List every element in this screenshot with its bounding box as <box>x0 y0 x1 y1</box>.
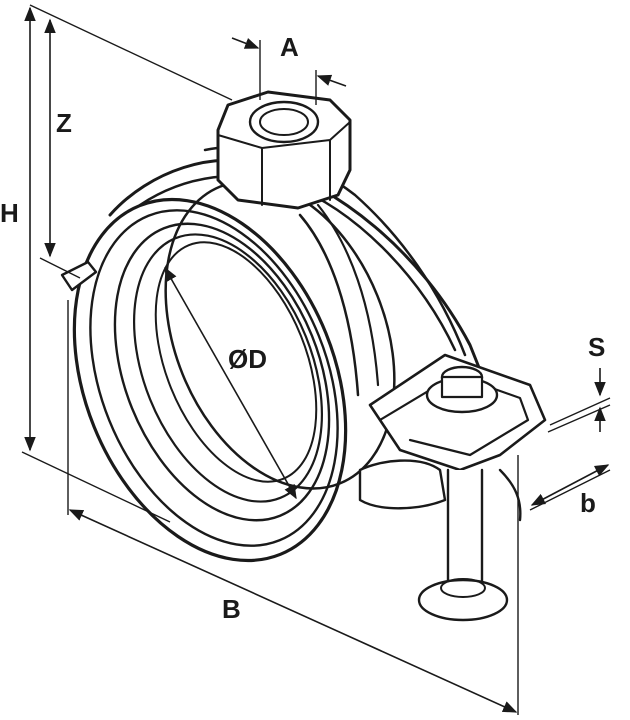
clamp-strap-right-2 <box>316 203 380 387</box>
clamp-flange-lower <box>358 459 447 510</box>
pipe-clamp <box>60 90 547 622</box>
side-bolt-shaft <box>440 375 484 399</box>
label-s: S <box>588 332 605 362</box>
clamp-left-tab <box>60 260 98 292</box>
side-bolt-bottom-nut <box>417 578 509 622</box>
ext-s-1 <box>549 397 611 426</box>
clamp-ring-outer <box>72 197 348 563</box>
dim-d <box>164 266 297 500</box>
dimension-lines <box>21 4 611 715</box>
dim-b-small <box>530 464 610 506</box>
top-hex-nut-edges <box>217 121 351 206</box>
dimension-labels: A Z H ØD S b B <box>0 32 605 624</box>
label-z: Z <box>56 108 72 138</box>
label-b-small: b <box>580 488 596 518</box>
ext-top <box>29 4 233 101</box>
top-nut-bore-inner <box>259 108 309 136</box>
label-a: A <box>280 32 299 62</box>
label-h: H <box>0 198 19 228</box>
dim-b-large <box>68 509 518 713</box>
clamp-strap-right <box>298 213 360 397</box>
dim-a-left-arrow <box>231 37 260 49</box>
dim-a-right-arrow <box>316 74 347 87</box>
ext-b-right <box>529 469 611 511</box>
label-d: ØD <box>228 344 267 374</box>
ext-z-bottom <box>39 257 81 279</box>
clamp-flange-hook <box>498 468 522 522</box>
label-b-large: B <box>222 594 241 624</box>
